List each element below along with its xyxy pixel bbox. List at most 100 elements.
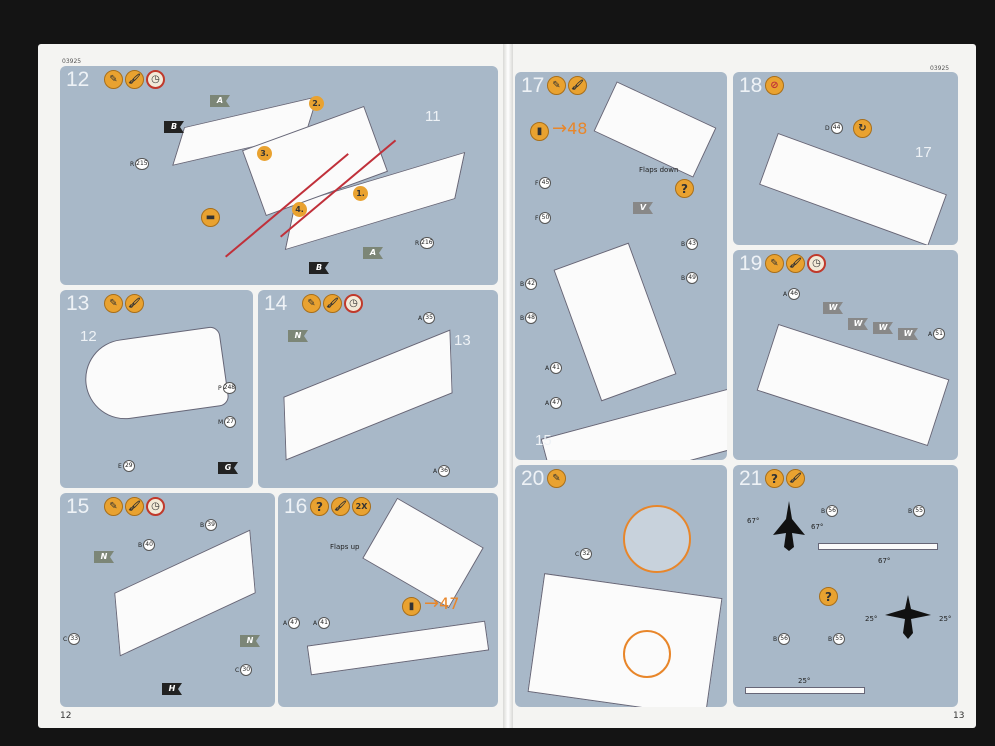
goto-arrow: →48 bbox=[552, 118, 588, 139]
fuselage-part bbox=[540, 387, 727, 460]
step-number: 14 bbox=[264, 292, 288, 315]
paint-icon: 🖌 bbox=[786, 254, 805, 273]
flaps-down-label: Flaps down bbox=[639, 166, 679, 174]
clock-icon: ◷ bbox=[146, 70, 165, 89]
step-icons: ✎🖌◷ bbox=[765, 254, 826, 273]
step-icons: ✎ bbox=[547, 469, 566, 488]
angle-label: 67° bbox=[747, 517, 760, 525]
step-number: 17 bbox=[521, 74, 545, 97]
step-number: 13 bbox=[66, 292, 90, 315]
order-number: 4. bbox=[292, 202, 307, 217]
flaps-up-label: Flaps up bbox=[330, 543, 360, 551]
step-number: 20 bbox=[521, 467, 545, 490]
rotate-icon: ↻ bbox=[853, 119, 872, 138]
paint-icon: 🖌 bbox=[125, 497, 144, 516]
clock-icon: ◷ bbox=[146, 497, 165, 516]
booklet-code: 03925 bbox=[62, 58, 82, 65]
page-number-right: 13 bbox=[953, 711, 965, 721]
fuselage-part bbox=[114, 529, 256, 657]
question-icon: ? bbox=[310, 497, 329, 516]
step-icons: ✎🖌◷ bbox=[104, 497, 165, 516]
color-flag: W bbox=[823, 302, 843, 314]
glue-icon: ✎ bbox=[765, 254, 784, 273]
order-number: 1. bbox=[353, 186, 368, 201]
question-icon: ? bbox=[675, 179, 694, 198]
aircraft-swept-icon bbox=[773, 501, 805, 551]
paint-icon: 🖌 bbox=[568, 76, 587, 95]
step-icons: ✎🖌 bbox=[104, 294, 144, 313]
step-icons: ⊘ bbox=[765, 76, 784, 95]
question-icon: ? bbox=[819, 587, 838, 606]
color-flag: N bbox=[288, 330, 308, 342]
glue-icon: ✎ bbox=[104, 497, 123, 516]
flap-part bbox=[306, 620, 490, 676]
flap-part bbox=[553, 242, 677, 402]
wing-position-icon: ▮ bbox=[402, 597, 421, 616]
glue-icon: ✎ bbox=[547, 76, 566, 95]
reference-number: 12 bbox=[80, 328, 97, 345]
step-icons: ✎🖌 bbox=[547, 76, 587, 95]
order-number: 2. bbox=[309, 96, 324, 111]
color-flag: A bbox=[210, 95, 230, 107]
angle-label: 25° bbox=[798, 677, 811, 685]
fuselage-part bbox=[527, 573, 723, 707]
angle-gauge bbox=[818, 543, 938, 550]
paint-icon: 🖌 bbox=[786, 469, 805, 488]
aircraft-spread-icon bbox=[885, 595, 931, 639]
no-glue-icon: ⊘ bbox=[765, 76, 784, 95]
order-number: 3. bbox=[257, 146, 272, 161]
glue-icon: ✎ bbox=[104, 70, 123, 89]
color-flag: B bbox=[309, 262, 329, 274]
reference-number: 13 bbox=[454, 332, 471, 349]
step-number: 15 bbox=[66, 495, 90, 518]
color-flag: A bbox=[363, 247, 383, 259]
wing-part bbox=[593, 81, 717, 178]
step-number: 16 bbox=[284, 495, 308, 518]
color-flag: G bbox=[218, 462, 238, 474]
color-flag: B bbox=[164, 121, 184, 133]
color-flag: W bbox=[898, 328, 918, 340]
step-icons: ✎🖌◷ bbox=[104, 70, 165, 89]
fuselage-part bbox=[756, 323, 950, 447]
step-number: 19 bbox=[739, 252, 763, 275]
reference-number: 11 bbox=[425, 108, 441, 125]
paint-icon: 🖌 bbox=[125, 294, 144, 313]
step-icons: ?🖌 bbox=[765, 469, 805, 488]
goto-arrow: →47 bbox=[424, 593, 460, 614]
glue-icon: ✎ bbox=[547, 469, 566, 488]
color-flag: W bbox=[848, 318, 868, 330]
reference-number: 15 bbox=[535, 432, 552, 449]
color-flag: N bbox=[94, 551, 114, 563]
detail-circle bbox=[623, 630, 671, 678]
